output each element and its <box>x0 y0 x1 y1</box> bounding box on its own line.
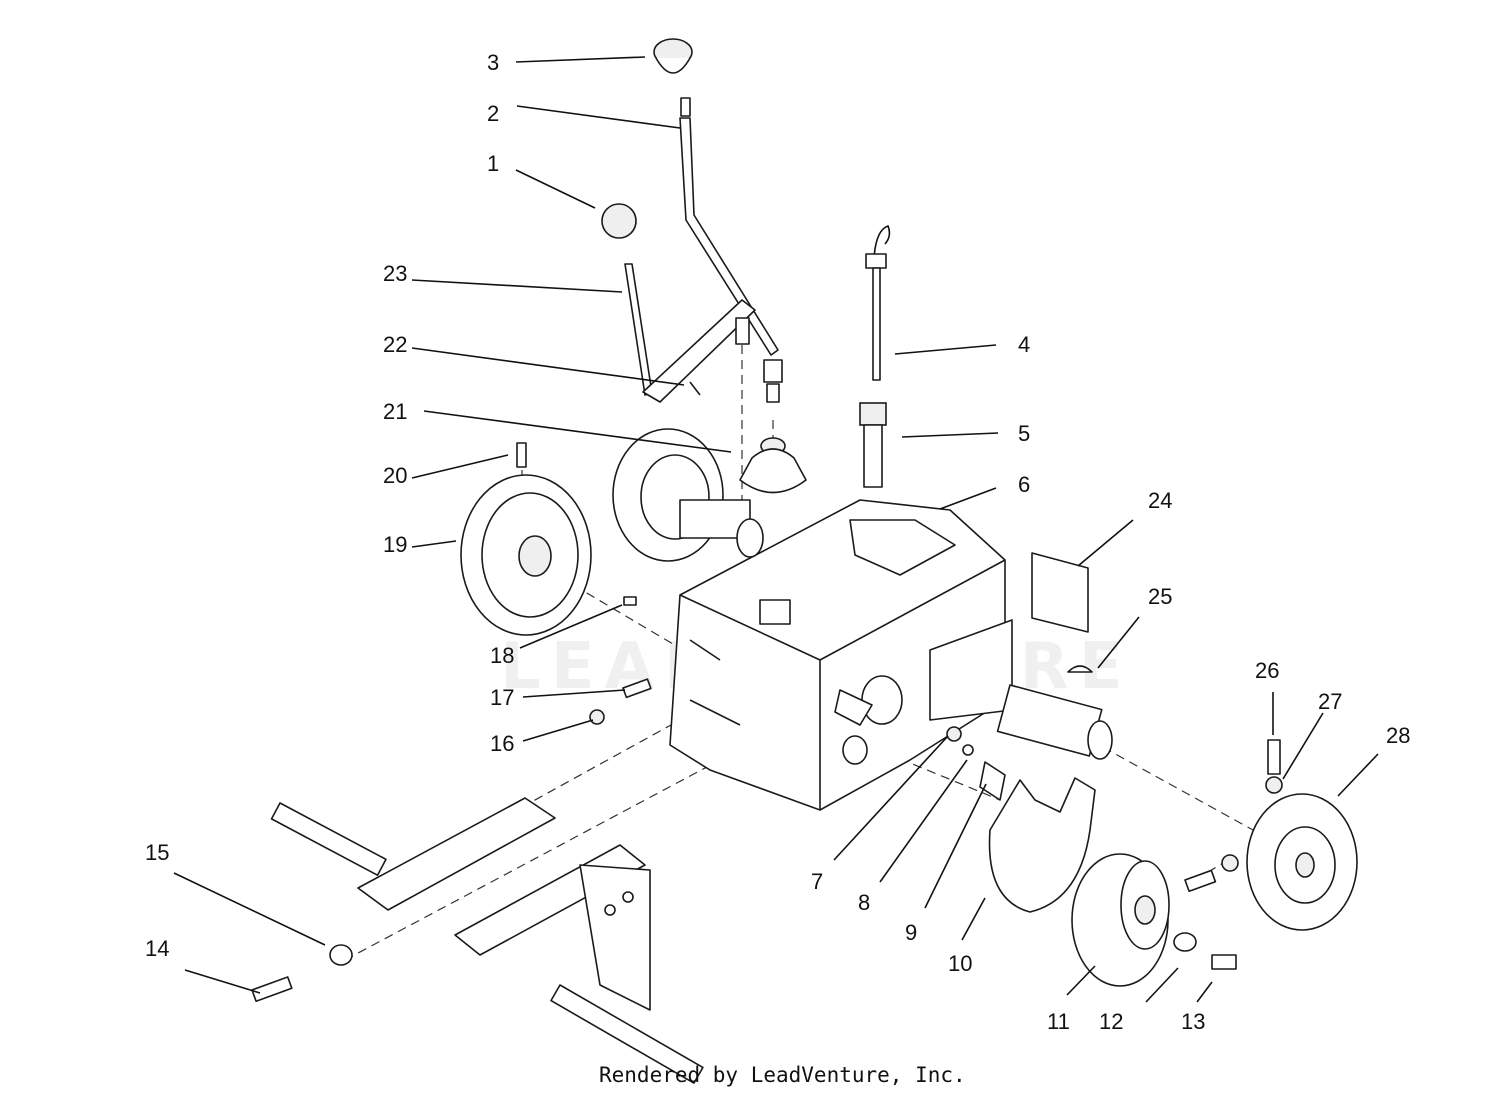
knob-part <box>653 38 693 74</box>
callout-4: 4 <box>1018 332 1030 357</box>
hex-nut-part <box>589 709 605 725</box>
output-shaft-part <box>996 665 1113 760</box>
drum-washer-part <box>1173 932 1197 952</box>
callout-22: 22 <box>383 332 407 357</box>
callout-21: 21 <box>383 399 407 424</box>
callout-15: 15 <box>145 840 169 865</box>
drum-bolt-part <box>1211 954 1237 970</box>
callout-labels: 1 2 3 4 5 6 7 8 9 10 11 12 13 14 15 16 1… <box>145 50 1410 1034</box>
set-screw-part <box>516 442 527 468</box>
dipstick-part <box>865 225 891 381</box>
callout-23: 23 <box>383 261 407 286</box>
shift-lever-part <box>679 97 783 403</box>
callout-6: 6 <box>1018 472 1030 497</box>
callout-17: 17 <box>490 685 514 710</box>
frame-washer-part <box>329 944 353 966</box>
callout-10: 10 <box>948 951 972 976</box>
callout-18: 18 <box>490 643 514 668</box>
hub-stud-part <box>1265 739 1283 794</box>
brake-drum-part <box>1071 853 1170 987</box>
pulley-key-part <box>623 596 637 606</box>
brake-band-part <box>988 777 1096 913</box>
callout-14: 14 <box>145 936 169 961</box>
wheel-hub-part <box>1246 793 1358 931</box>
ball-knob-part <box>601 203 637 239</box>
callout-3: 3 <box>487 50 499 75</box>
callout-8: 8 <box>858 890 870 915</box>
callout-11: 11 <box>1047 1009 1070 1034</box>
input-flange-part <box>612 428 764 562</box>
callout-19: 19 <box>383 532 407 557</box>
brake-hardware-part <box>946 726 1006 801</box>
callout-20: 20 <box>383 463 407 488</box>
fill-tube-part <box>859 402 887 488</box>
callout-26: 26 <box>1255 658 1279 683</box>
callout-2: 2 <box>487 101 499 126</box>
decal-label-part <box>1031 552 1089 633</box>
leader-lines <box>173 56 1379 1003</box>
callout-25: 25 <box>1148 584 1172 609</box>
callout-12: 12 <box>1099 1009 1123 1034</box>
transmission-housing-part <box>669 499 1013 811</box>
frame-bracket-part <box>270 797 704 1084</box>
callout-7: 7 <box>811 869 823 894</box>
callout-1: 1 <box>487 151 499 176</box>
lever-rod-part <box>624 263 756 403</box>
credit-text: Rendered by LeadVenture, Inc. <box>599 1063 966 1087</box>
drum-stud-part <box>1184 854 1239 893</box>
boot-part <box>739 437 807 494</box>
pulley-part <box>460 474 592 636</box>
frame-bolt-part <box>251 976 293 1003</box>
callout-13: 13 <box>1181 1009 1205 1034</box>
stud-part <box>622 678 652 699</box>
callout-5: 5 <box>1018 421 1030 446</box>
callout-16: 16 <box>490 731 514 756</box>
callout-24: 24 <box>1148 488 1172 513</box>
callout-9: 9 <box>905 920 917 945</box>
callout-28: 28 <box>1386 723 1410 748</box>
callout-27: 27 <box>1318 689 1342 714</box>
